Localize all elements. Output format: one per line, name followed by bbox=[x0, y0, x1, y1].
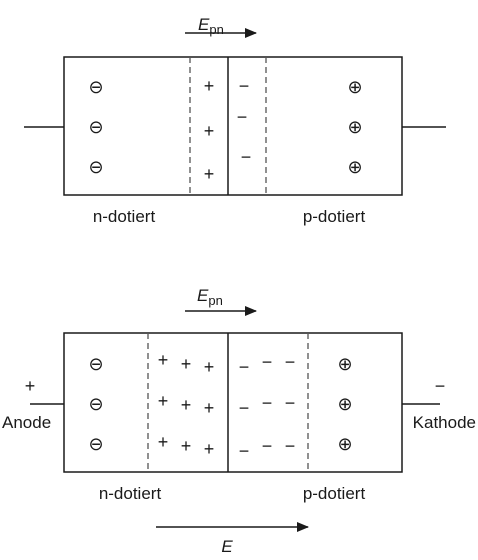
top-electron-symbol: ⊖ bbox=[88, 77, 103, 97]
bottom-negative-ion: − bbox=[285, 393, 296, 413]
bottom-positive-ion: + bbox=[158, 391, 169, 411]
bottom-negative-ion: − bbox=[262, 436, 273, 456]
top-negative-ion: − bbox=[241, 147, 252, 167]
bottom-negative-ion: − bbox=[239, 398, 250, 418]
bottom-positive-ion: + bbox=[204, 398, 215, 418]
anode-label: Anode bbox=[2, 413, 51, 432]
top-positive-ion: + bbox=[204, 121, 215, 141]
cathode-label: Kathode bbox=[413, 413, 476, 432]
top-positive-ion: + bbox=[204, 76, 215, 96]
top-hole-symbol: ⊕ bbox=[347, 77, 362, 97]
bottom-positive-ion: + bbox=[158, 432, 169, 452]
bottom-positive-ion: + bbox=[181, 395, 192, 415]
bottom-hole-symbol: ⊕ bbox=[337, 434, 352, 454]
cathode-sign: − bbox=[435, 376, 446, 396]
bottom-negative-ion: − bbox=[262, 352, 273, 372]
top-negative-ion: − bbox=[239, 76, 250, 96]
bottom-electron-symbol: ⊖ bbox=[88, 394, 103, 414]
external-field-label: E bbox=[221, 537, 233, 556]
bottom-positive-ion: + bbox=[181, 354, 192, 374]
bottom-electron-symbol: ⊖ bbox=[88, 434, 103, 454]
bottom-hole-symbol: ⊕ bbox=[337, 354, 352, 374]
bottom-negative-ion: − bbox=[239, 441, 250, 461]
bottom-n-region-label: n-dotiert bbox=[99, 484, 162, 503]
bottom-positive-ion: + bbox=[204, 439, 215, 459]
top-hole-symbol: ⊕ bbox=[347, 157, 362, 177]
top-positive-ion: + bbox=[204, 164, 215, 184]
top-crystal-body bbox=[63, 56, 403, 196]
bottom-negative-ion: − bbox=[285, 436, 296, 456]
bottom-crystal-body bbox=[63, 332, 403, 473]
bottom-electron-symbol: ⊖ bbox=[88, 354, 103, 374]
bottom-negative-ion: − bbox=[262, 393, 273, 413]
top-negative-ion: − bbox=[237, 107, 248, 127]
top-hole-symbol: ⊕ bbox=[347, 117, 362, 137]
bottom-hole-symbol: ⊕ bbox=[337, 394, 352, 414]
bottom-positive-ion: + bbox=[158, 350, 169, 370]
top-p-region-label: p-dotiert bbox=[303, 207, 366, 226]
bottom-negative-ion: − bbox=[285, 352, 296, 372]
bottom-negative-ion: − bbox=[239, 357, 250, 377]
top-n-region-label: n-dotiert bbox=[93, 207, 156, 226]
bottom-diagram: Epn + − Anode Kathode ⊖ ⊖ ⊖ ⊕ ⊕ ⊕ + + + … bbox=[2, 286, 476, 556]
bottom-p-region-label: p-dotiert bbox=[303, 484, 366, 503]
bottom-positive-ion: + bbox=[181, 436, 192, 456]
bottom-field-label: Epn bbox=[197, 286, 223, 308]
bottom-positive-ion: + bbox=[204, 357, 215, 377]
top-electron-symbol: ⊖ bbox=[88, 117, 103, 137]
top-diagram: Epn ⊖ ⊖ ⊖ ⊕ ⊕ ⊕ + + + − − − n-dotiert p-… bbox=[24, 15, 446, 226]
anode-sign: + bbox=[25, 376, 36, 396]
top-electron-symbol: ⊖ bbox=[88, 157, 103, 177]
